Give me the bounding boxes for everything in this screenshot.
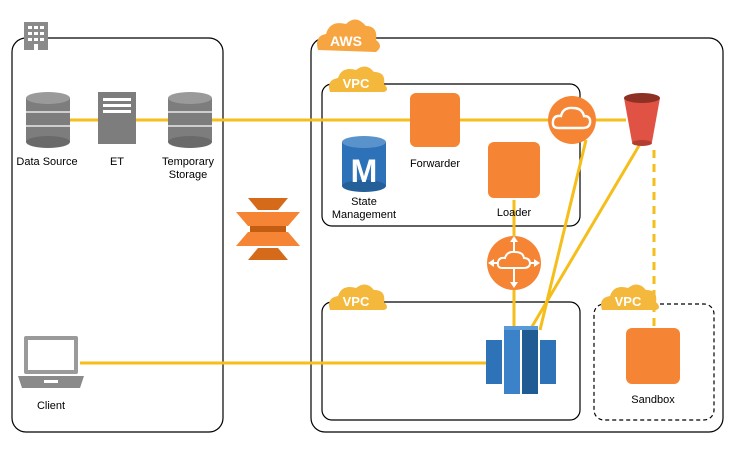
et-label: ET	[110, 156, 124, 168]
forwarder-label: Forwarder	[410, 158, 460, 170]
client-node: Client	[18, 336, 84, 412]
compute-instance-icon	[626, 328, 680, 384]
cloud-icon	[548, 96, 596, 144]
aws-badge: AWS	[317, 19, 380, 53]
data-source-node: Data Source	[16, 92, 78, 168]
vpc-badge-bottom-label: VPC	[343, 294, 370, 309]
data-warehouse-icon	[486, 326, 556, 394]
state-management-node: M State Management	[332, 136, 396, 221]
state-mgmt-label-line2: Management	[332, 209, 396, 221]
vpc-badge-bottom: VPC	[329, 284, 387, 310]
database-icon	[168, 92, 212, 148]
aws-badge-label: AWS	[330, 33, 362, 49]
compute-instance-icon	[410, 93, 460, 147]
state-mgmt-label-line1: State	[351, 196, 377, 208]
database-icon: M	[342, 136, 386, 192]
vpc-badge-top-label: VPC	[343, 76, 370, 91]
database-icon	[26, 92, 70, 148]
client-label: Client	[37, 400, 65, 412]
temp-storage-label-line1: Temporary	[162, 156, 214, 168]
router-icon	[487, 236, 541, 290]
building-icon	[24, 22, 48, 50]
vpc-top-container	[321, 83, 581, 227]
connectors	[52, 118, 656, 365]
direct-connect-icon	[236, 198, 300, 260]
state-mgmt-glyph: M	[351, 153, 378, 189]
connector-gateway-redshift	[538, 139, 588, 331]
aws-container	[310, 37, 724, 433]
compute-instance-icon	[488, 142, 540, 198]
vpc-badge-top: VPC	[329, 66, 387, 92]
vpc-badge-sandbox: VPC	[601, 284, 659, 310]
vpc-badge-sandbox-label: VPC	[615, 294, 642, 309]
sandbox-label: Sandbox	[631, 394, 675, 406]
vpc-bottom-container	[321, 301, 581, 421]
temp-storage-node: Temporary Storage	[162, 92, 214, 181]
loader-node: Loader	[488, 142, 540, 219]
et-node: ET	[98, 92, 136, 168]
laptop-icon	[18, 336, 84, 388]
server-icon	[98, 92, 136, 144]
forwarder-node: Forwarder	[410, 93, 460, 170]
onprem-container	[11, 37, 224, 433]
temp-storage-label-line2: Storage	[169, 169, 208, 181]
loader-label: Loader	[497, 207, 532, 219]
sandbox-node: Sandbox	[626, 328, 680, 406]
bucket-icon	[624, 93, 660, 146]
data-source-label: Data Source	[16, 156, 77, 168]
